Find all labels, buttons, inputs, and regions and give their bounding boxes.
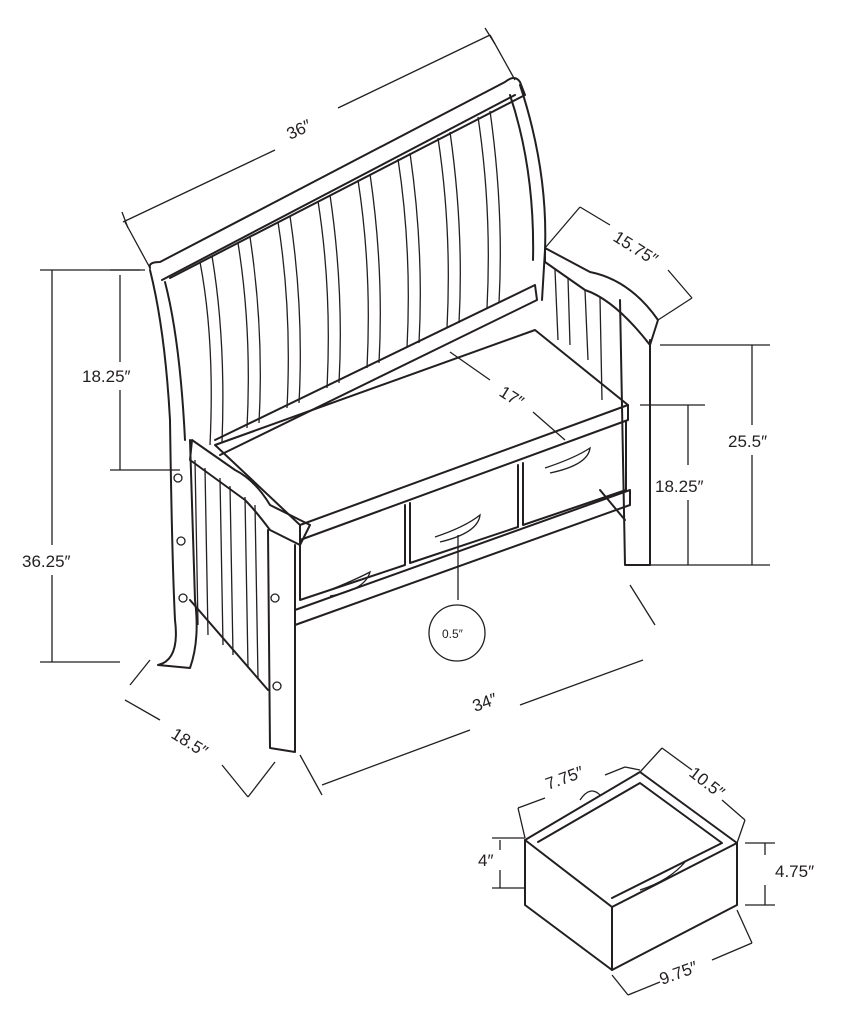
label-inner-width: 34″ (470, 689, 500, 715)
drawer-illustration (524, 771, 738, 971)
label-overall-depth: 18.5″ (168, 724, 211, 761)
bench-illustration (148, 77, 659, 753)
label-seat-depth: 17″ (496, 382, 527, 411)
label-overall-width: 36″ (284, 116, 315, 144)
label-drawer-inner-width: 7.75″ (543, 763, 586, 794)
label-drawer-depth: 10.5″ (686, 763, 729, 802)
label-drawer-inner-height: 4″ (478, 851, 493, 870)
label-seat-height: 18.25″ (655, 477, 704, 496)
label-drawer-outer-height: 4.75″ (775, 862, 814, 881)
label-arm-height: 25.5″ (728, 432, 767, 451)
label-overall-height: 36.25″ (22, 552, 71, 571)
label-arm-depth: 15.75″ (610, 227, 661, 269)
label-drawer-outer-width: 9.75″ (657, 958, 700, 989)
dimension-lines (40, 27, 775, 996)
dimension-labels: 36″ 15.75″ 18.25″ 17″ 25.5″ 18.25″ 36.25… (22, 116, 814, 989)
label-back-height: 18.25″ (82, 367, 131, 386)
label-drawer-gap: 0.5″ (442, 627, 464, 641)
